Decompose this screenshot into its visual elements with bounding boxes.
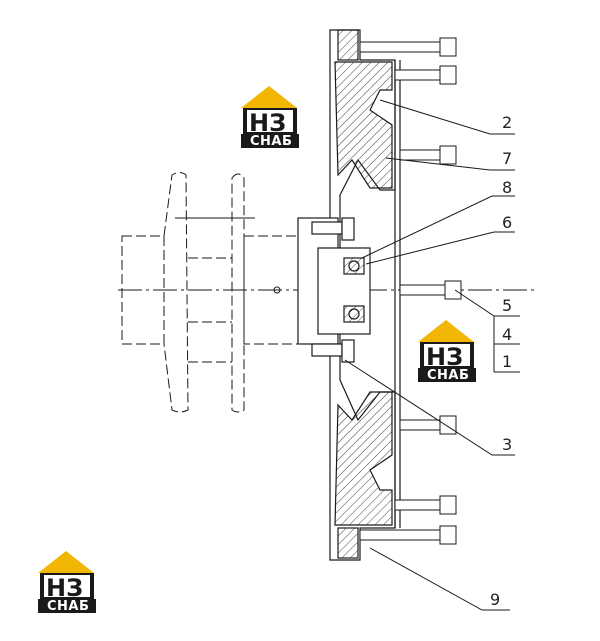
watermark-logo-top: НЗ СНАБ: [241, 86, 299, 149]
callout-5: 5: [502, 296, 512, 315]
svg-text:СНАБ: СНАБ: [47, 599, 89, 614]
callout-8: 8: [502, 178, 512, 197]
callout-2: 2: [502, 113, 512, 132]
callout-6: 6: [502, 213, 512, 232]
svg-text:СНАБ: СНАБ: [250, 134, 292, 149]
callout-9: 9: [490, 590, 500, 609]
svg-text:НЗ: НЗ: [426, 343, 463, 371]
leader-lines: [344, 99, 520, 611]
bearing-assembly: [297, 217, 371, 363]
housing-section: [329, 29, 401, 561]
svg-text:СНАБ: СНАБ: [427, 368, 469, 383]
callout-4: 4: [502, 325, 512, 344]
callout-1: 1: [502, 352, 512, 371]
callout-3: 3: [502, 435, 512, 454]
bolts: [359, 37, 462, 545]
crankshaft-outline: [121, 172, 299, 413]
svg-text:НЗ: НЗ: [46, 574, 83, 602]
watermark-logo-middle: НЗ СНАБ: [418, 320, 476, 383]
callout-7: 7: [502, 149, 512, 168]
crank-hole: [273, 286, 281, 294]
svg-text:НЗ: НЗ: [249, 109, 286, 137]
watermark-logo-bottom: НЗ СНАБ: [38, 551, 96, 614]
